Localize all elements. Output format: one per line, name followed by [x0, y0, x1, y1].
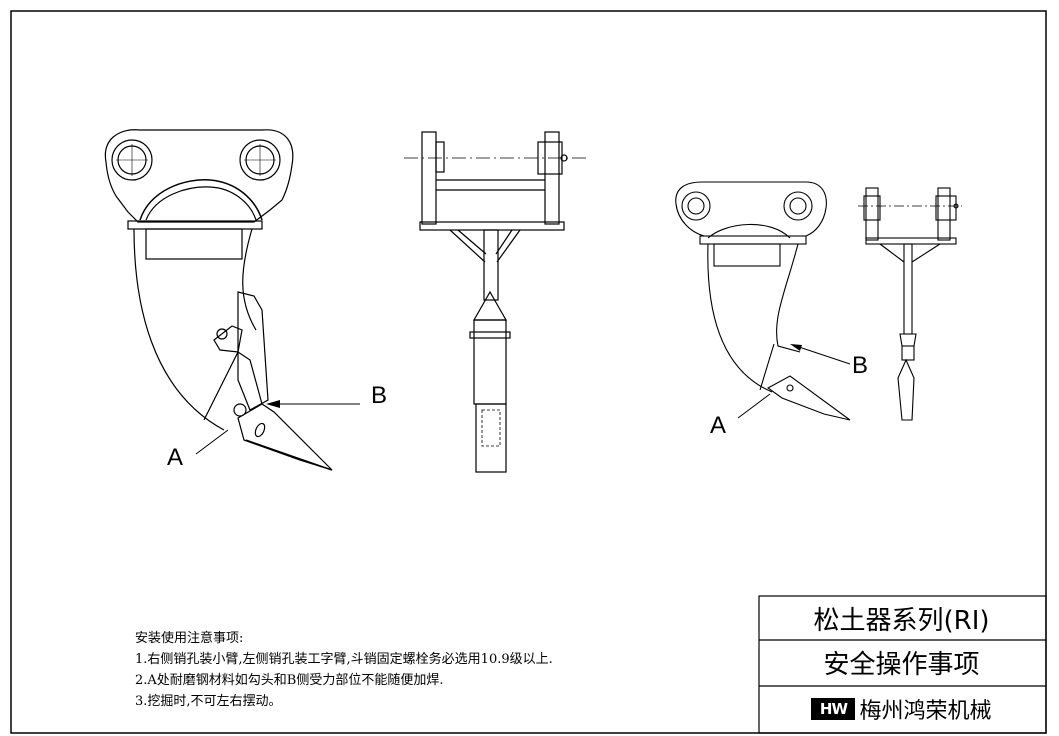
title-company-row: HW 梅州鸿荣机械	[759, 687, 1044, 731]
notes-item-2: 2.A处耐磨钢材料如勾头和B侧受力部位不能随便加焊.	[135, 673, 444, 688]
small-ripper-front-view	[858, 187, 962, 421]
title-block-frame	[758, 595, 1047, 734]
label-large-b: B	[371, 382, 388, 409]
large-ripper-front-view	[404, 131, 590, 473]
label-small-b: B	[852, 352, 869, 379]
title-series: 松土器系列(RI)	[813, 605, 990, 636]
title-subject: 安全操作事项	[823, 649, 980, 680]
company-name: 梅州鸿荣机械	[859, 699, 992, 724]
notes-heading: 安装使用注意事项:	[135, 631, 244, 646]
installation-notes: 安装使用注意事项: 1.右侧销孔装小臂,左侧销孔装工字臂,斗销固定螺栓务必选用1…	[135, 628, 553, 712]
small-ripper-side-view	[675, 181, 851, 421]
notes-item-3: 3.挖掘时,不可左右摆动。	[135, 694, 282, 709]
label-large-a: A	[167, 444, 184, 471]
label-small-a: A	[710, 412, 727, 439]
large-ripper-side-view	[104, 129, 360, 471]
notes-item-1: 1.右侧销孔装小臂,左侧销孔装工字臂,斗销固定螺栓务必选用10.9级以上.	[135, 652, 553, 667]
company-logo-icon: HW	[811, 698, 856, 720]
sheet-border	[10, 10, 1047, 734]
